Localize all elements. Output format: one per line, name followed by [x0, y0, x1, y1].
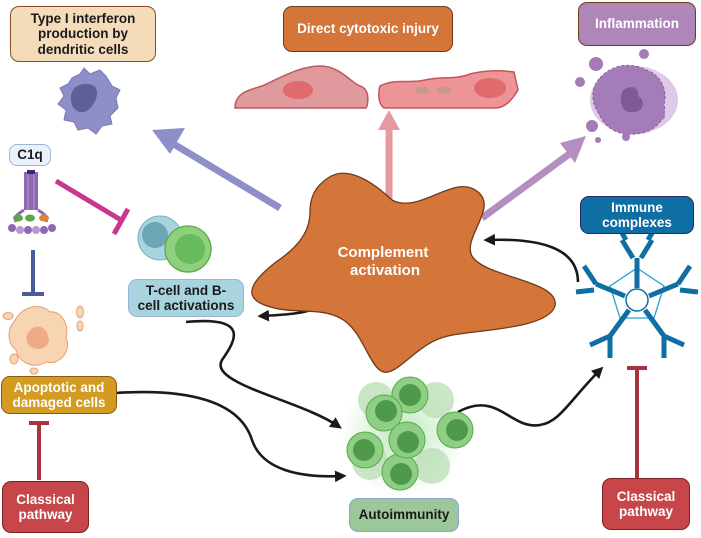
- cytotoxic-label-text: Direct cytotoxic injury: [297, 21, 439, 37]
- immune-complexes-icon: [575, 224, 699, 358]
- apoptotic-line1: Apoptotic and: [13, 379, 105, 395]
- classical-left-line2: pathway: [18, 507, 73, 522]
- t-and-b-cells-icon: [137, 215, 212, 273]
- arrow-apoptotic-to-autoimmunity: [115, 390, 347, 483]
- inhibit-c1q-to-apoptotic: [22, 250, 44, 296]
- arrow-tb-cells-to-autoimmunity: [185, 319, 342, 429]
- c1q-label: C1q: [9, 144, 51, 166]
- direct-cytotoxic-injury-label: Direct cytotoxic injury: [283, 6, 453, 52]
- immune-complexes-line1: Immune: [611, 199, 663, 215]
- inhibit-classical-left: [29, 421, 49, 480]
- type1-interferon-line3: dendritic cells: [37, 41, 129, 57]
- type1-interferon-line2: production by: [37, 26, 128, 42]
- c1q-label-text: C1q: [17, 147, 43, 163]
- immune-complexes-line2: complexes: [602, 215, 672, 230]
- arrow-autoimmunity-to-immune-complexes: [457, 366, 604, 427]
- tb-cells-line2: cell activations: [137, 298, 235, 313]
- cytotoxic-cell-2-icon: [378, 69, 519, 109]
- inhibit-classical-right: [627, 366, 647, 478]
- classical-pathway-right-label: Classical pathway: [602, 478, 690, 530]
- immune-complexes-label: Immune complexes: [580, 196, 694, 234]
- autoimmunity-cell-cluster-icon: [341, 373, 474, 497]
- inflammation-cell-icon: [575, 49, 678, 143]
- type1-interferon-label: Type I interferon production by dendriti…: [10, 6, 156, 62]
- center-label-line2: activation: [350, 262, 420, 279]
- type1-interferon-line1: Type I interferon: [30, 10, 136, 26]
- classical-right-line1: Classical: [616, 488, 676, 504]
- classical-right-line2: pathway: [618, 504, 673, 519]
- autoimmunity-label: Autoimmunity: [349, 498, 459, 532]
- arrow-to-dendritic-cell: [152, 128, 282, 211]
- classical-pathway-left-label: Classical pathway: [2, 481, 89, 533]
- classical-left-line1: Classical: [16, 491, 75, 507]
- apoptotic-line2: damaged cells: [12, 395, 106, 410]
- tb-cell-activations-label: T-cell and B- cell activations: [128, 279, 244, 317]
- apoptotic-cell-icon: [2, 305, 84, 375]
- arrow-to-cytotoxic-injury: [378, 110, 400, 200]
- c1q-molecule-icon: [8, 170, 56, 234]
- arrow-to-inflammation: [479, 136, 586, 221]
- cytotoxic-cell-1-icon: [234, 65, 369, 109]
- complement-activation-shape: [251, 172, 556, 373]
- inflammation-label: Inflammation: [578, 2, 696, 46]
- arrow-immune-complexes-to-center: [483, 233, 580, 283]
- apoptotic-damaged-cells-label: Apoptotic and damaged cells: [1, 376, 117, 414]
- inhibit-c1q-to-tb-cells: [54, 178, 131, 236]
- dendritic-cell-icon: [57, 67, 121, 135]
- autoimmunity-label-text: Autoimmunity: [358, 507, 450, 523]
- center-label-line1: Complement: [338, 244, 429, 261]
- tb-cells-line1: T-cell and B-: [145, 282, 227, 298]
- inflammation-label-text: Inflammation: [594, 16, 679, 32]
